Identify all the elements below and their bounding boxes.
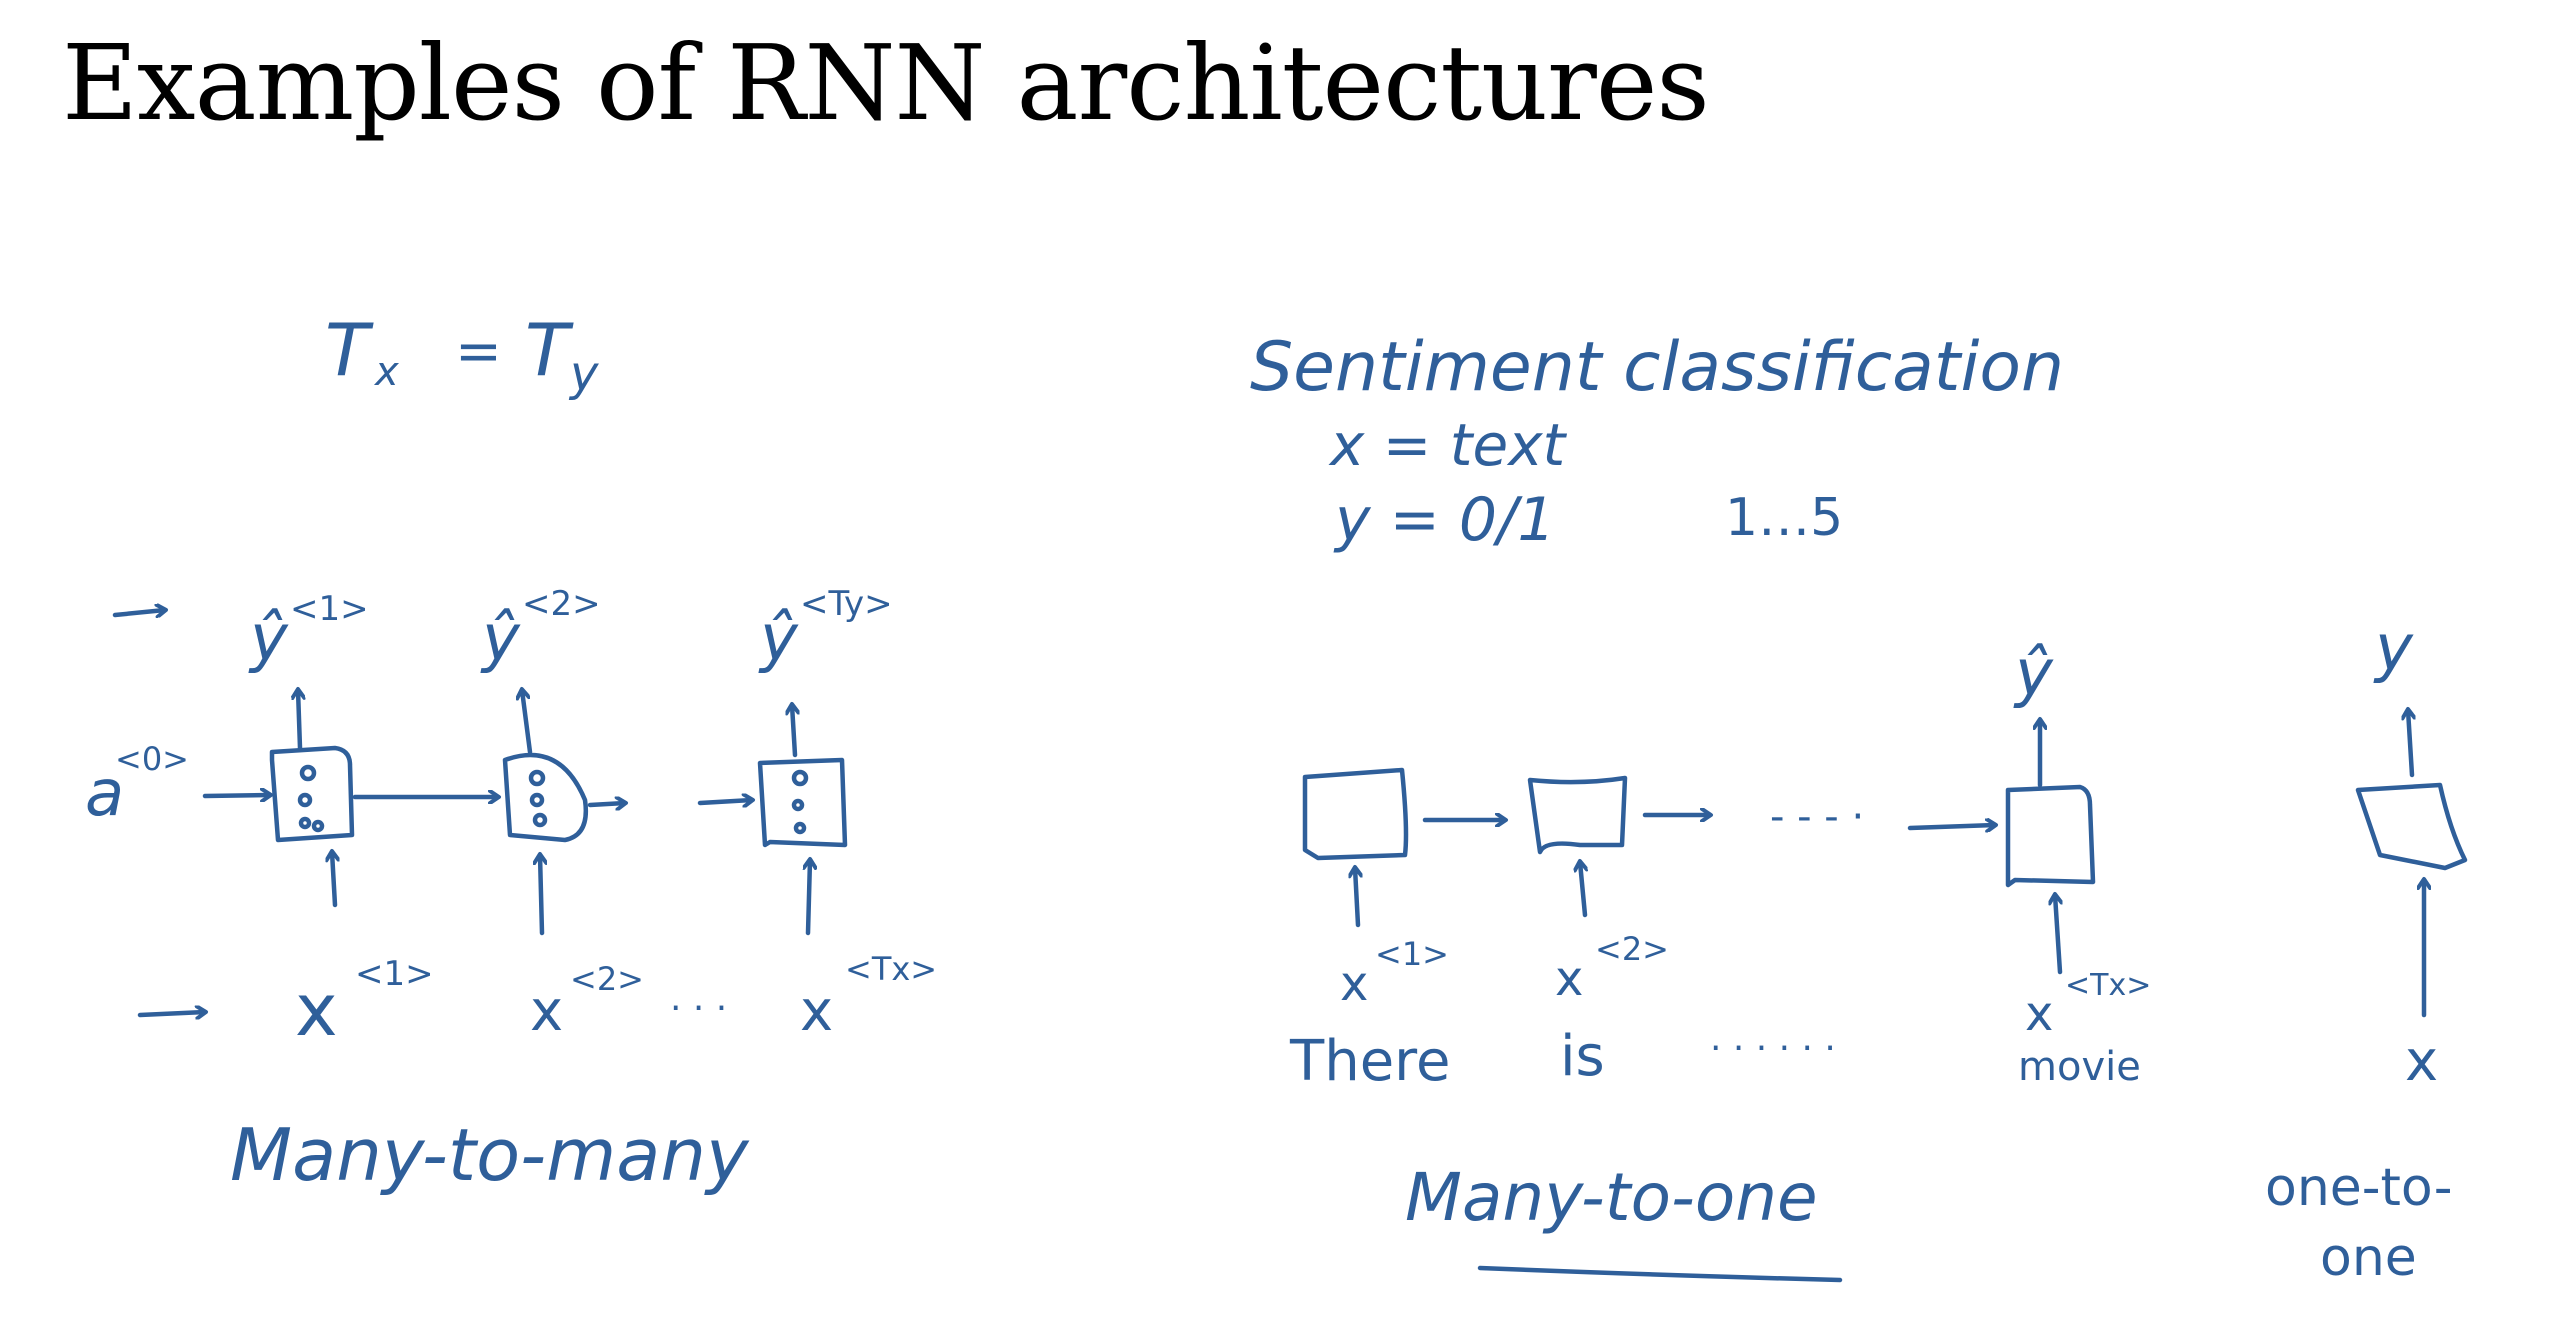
pointer-arrow-outputs — [112, 610, 165, 615]
rnn-cell-mto-2 — [1527, 775, 1628, 855]
many-to-one-diagram: - - - · ŷ x <1> x <2> x <Tx> There is · … — [1289, 637, 2151, 1283]
svg-text:<Tx>: <Tx> — [2065, 968, 2151, 1003]
svg-text:<2>: <2> — [1595, 930, 1669, 968]
arrow-a0-to-cell1 — [202, 795, 270, 796]
svg-text:<0>: <0> — [115, 740, 189, 778]
input-ellipsis: · · · — [670, 988, 727, 1029]
arrow-x1-to-mto-cell1 — [1355, 868, 1358, 928]
arrow-xtx-to-mto-last — [2055, 895, 2060, 975]
rnn-cell-mto-1 — [1302, 767, 1409, 861]
arrow-oto-to-y — [2408, 710, 2412, 778]
arrow-cell2-to-y2 — [522, 690, 533, 755]
initial-activation-a0: a <0> — [85, 740, 189, 831]
output-y-hat-2: ŷ <2> — [480, 584, 601, 676]
input-x-tx: x <Tx> — [800, 950, 937, 1044]
arrow-mto-into-last — [1907, 825, 1995, 828]
pointer-arrow-inputs — [137, 1012, 205, 1015]
svg-text:<1>: <1> — [1375, 935, 1449, 973]
one-to-one-label-line1: one-to- — [2265, 1158, 2452, 1218]
output-y-hat-ty: ŷ <Ty> — [758, 584, 893, 676]
arrow-x2-to-cell2 — [540, 855, 542, 936]
rnn-cell-3 — [757, 757, 848, 848]
t-x-symbol: T — [325, 308, 374, 392]
arrow-into-cell3 — [697, 800, 752, 803]
svg-text:ŷ: ŷ — [480, 602, 521, 676]
svg-text:<2>: <2> — [522, 584, 601, 624]
t-x-subscript: x — [373, 349, 399, 395]
word-ellipsis: · · · · · · — [1710, 1028, 1836, 1069]
tx-equals-ty: T x = T y — [325, 308, 599, 402]
slide-title: Examples of RNN architectures — [62, 22, 1710, 144]
rnn-cell-oto — [2355, 782, 2468, 871]
x-definition: x = text — [1328, 411, 1568, 479]
one-to-one-label-line2: one — [2320, 1228, 2417, 1288]
word-is: is — [1560, 1024, 1605, 1089]
arrow-xtx-to-cell3 — [808, 860, 810, 936]
svg-text:<1>: <1> — [355, 954, 434, 994]
many-to-many-label: Many-to-many — [230, 1113, 750, 1197]
svg-text:x: x — [1340, 956, 1368, 1012]
input-x-1: x <1> — [295, 954, 434, 1052]
svg-text:<Tx>: <Tx> — [845, 950, 937, 988]
svg-text:<1>: <1> — [290, 589, 369, 629]
output-y-hat: ŷ — [2013, 637, 2054, 711]
svg-text:x: x — [530, 979, 563, 1044]
word-movie: movie — [2018, 1044, 2141, 1090]
input-mto-x1: x <1> — [1340, 935, 1449, 1012]
arrow-cell1-to-y1 — [298, 690, 300, 751]
rnn-cell-2 — [502, 752, 589, 843]
y-range: 1…5 — [1725, 488, 1843, 548]
sentiment-heading: Sentiment classification — [1250, 328, 2064, 407]
many-to-many-diagram: T x = T y ŷ <1> ŷ <2> ŷ <Ty> a <0> — [85, 308, 937, 1197]
svg-text:x: x — [295, 968, 338, 1052]
many-to-one-label: Many-to-one — [1405, 1159, 1818, 1236]
y-definition: y = 0/1 — [1333, 485, 1556, 555]
svg-text:<2>: <2> — [570, 960, 644, 998]
word-there: There — [1289, 1029, 1450, 1094]
input-x-2: x <2> — [530, 960, 644, 1044]
equals-sign: = — [455, 319, 502, 384]
t-y-subscript: y — [568, 346, 599, 402]
arrow-cell2-out — [587, 803, 625, 805]
rnn-cell-1 — [269, 745, 355, 843]
svg-text:ŷ: ŷ — [758, 602, 799, 676]
many-to-one-underline — [1477, 1265, 1843, 1283]
one-to-one-diagram: y x one-to- one — [2265, 612, 2468, 1288]
arrow-cell3-to-yty — [792, 705, 795, 758]
t-y-symbol: T — [525, 308, 574, 392]
sentiment-notes: Sentiment classification x = text y = 0/… — [1250, 328, 2064, 555]
svg-text:x: x — [2025, 986, 2053, 1042]
chain-ellipsis: - - - · — [1770, 794, 1864, 840]
svg-text:ŷ: ŷ — [248, 602, 289, 676]
output-y: y — [2373, 612, 2414, 686]
arrow-x2-to-mto-cell2 — [1580, 862, 1585, 918]
input-mto-xtx: x <Tx> — [2025, 968, 2151, 1042]
svg-text:x: x — [1555, 951, 1583, 1007]
output-y-hat-1: ŷ <1> — [248, 589, 369, 676]
svg-text:<Ty>: <Ty> — [800, 584, 893, 624]
svg-text:x: x — [800, 979, 833, 1044]
rnn-cell-mto-last — [2005, 784, 2096, 888]
svg-text:a: a — [85, 757, 124, 831]
input-x: x — [2405, 1029, 2438, 1094]
arrow-x1-to-cell1 — [332, 852, 335, 908]
input-mto-x2: x <2> — [1555, 930, 1669, 1007]
